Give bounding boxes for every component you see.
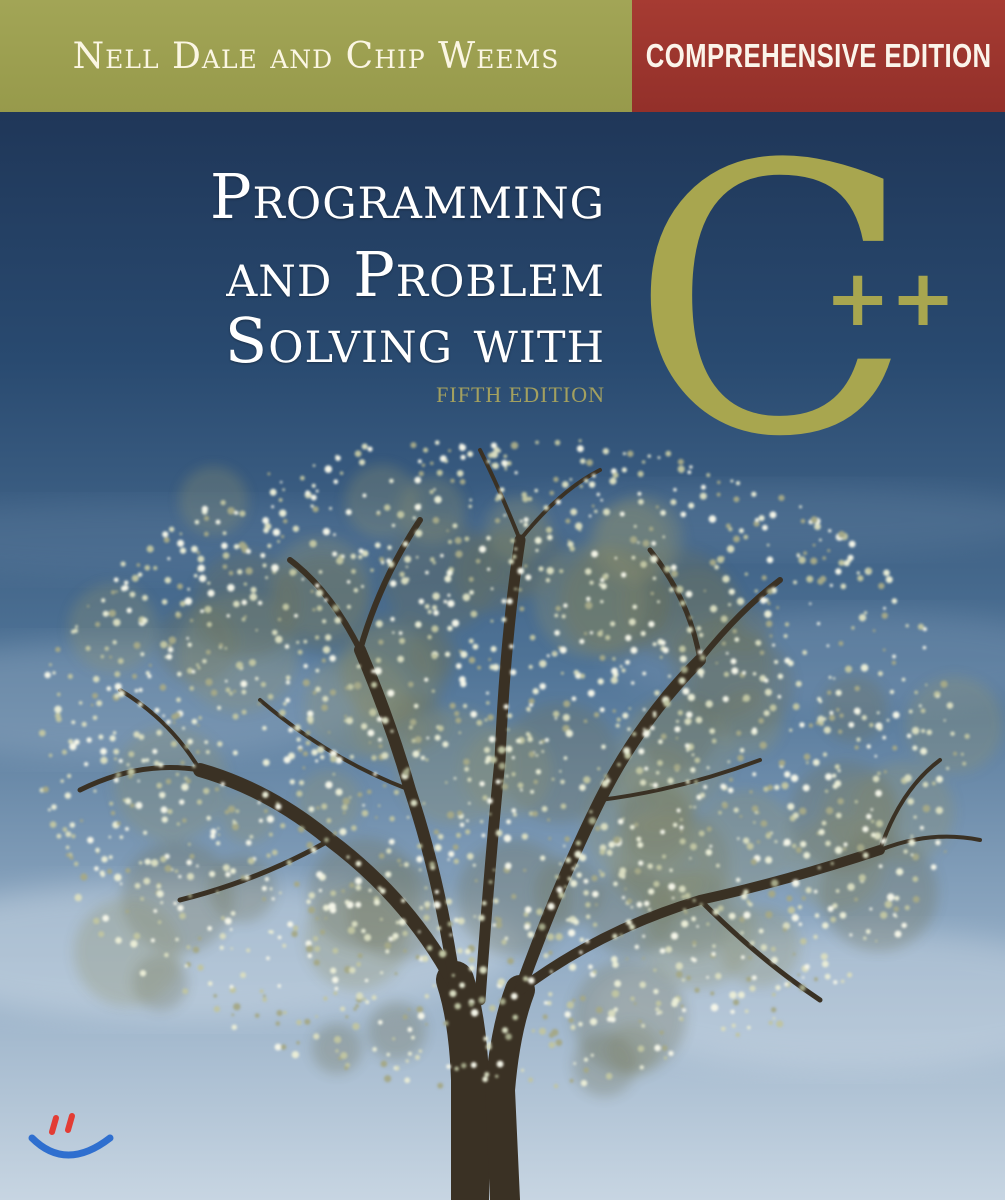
cpp-plus-signs: ++ <box>825 254 956 344</box>
edition-band: COMPREHENSIVE EDITION <box>632 0 1005 112</box>
title-line-1: Programming <box>209 160 605 233</box>
authors: Nell Dale and Chip Weems <box>72 35 560 77</box>
cpp-c-letter: C <box>630 140 913 450</box>
cpp-logotype: C ++ <box>630 140 956 450</box>
title-line-3: Solving with <box>224 304 605 377</box>
comprehensive-edition-label: COMPREHENSIVE EDITION <box>645 37 992 74</box>
author-band: Nell Dale and Chip Weems <box>0 0 632 112</box>
title-line-2: and Problem <box>226 238 605 311</box>
publisher-logo-icon <box>28 1113 114 1159</box>
edition-label: FIFTH EDITION <box>436 382 605 407</box>
